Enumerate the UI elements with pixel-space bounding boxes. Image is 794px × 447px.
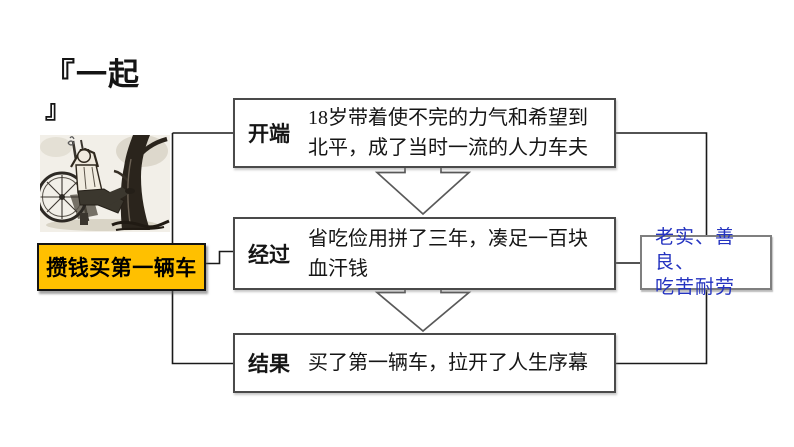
page-title-line2: 』 <box>45 95 71 124</box>
page-title-line1: 『一起 <box>44 57 140 92</box>
flow-step-beginning: 开端 18岁带着使不完的力气和希望到 北平，成了当时一流的人力车夫 <box>233 98 616 168</box>
page-title: 『一起 』 <box>44 57 140 124</box>
down-arrow-icon <box>374 163 472 216</box>
rickshaw-illustration-drawing <box>40 135 170 232</box>
character-traits-line1: 老实、善良、 <box>655 226 736 274</box>
flow-step-text: 18岁带着使不完的力气和希望到 北平，成了当时一流的人力车夫 <box>308 103 588 163</box>
flow-step-text-line1: 省吃俭用拼了三年，凑足一百块 <box>308 227 588 250</box>
highlight-label: 攒钱买第一辆车 <box>46 257 197 280</box>
flow-step-process: 经过 省吃俭用拼了三年，凑足一百块 血汗钱 <box>233 217 616 290</box>
character-traits-line2: 吃苦耐劳 <box>655 275 736 298</box>
down-arrow-icon <box>374 283 472 333</box>
flow-step-text-line2: 血汗钱 <box>308 257 368 280</box>
flow-step-label: 经过 <box>248 242 290 267</box>
flow-step-text: 买了第一辆车，拉开了人生序幕 <box>308 348 588 378</box>
flow-step-result: 结果 买了第一辆车，拉开了人生序幕 <box>233 333 616 393</box>
character-traits-note: 老实、善良、 吃苦耐劳 <box>640 226 772 298</box>
flow-step-text: 省吃俭用拼了三年，凑足一百块 血汗钱 <box>308 224 588 284</box>
flow-step-text-line1: 18岁带着使不完的力气和希望到 <box>308 107 588 129</box>
flow-step-text-line1: 买了第一辆车，拉开了人生序幕 <box>308 352 588 374</box>
flow-step-text-line2: 北平，成了当时一流的人力车夫 <box>308 137 588 159</box>
rickshaw-illustration <box>40 135 170 232</box>
highlight-box: 攒钱买第一辆车 <box>37 243 206 291</box>
flow-step-label: 开端 <box>248 122 290 146</box>
flow-step-label: 结果 <box>248 352 290 376</box>
